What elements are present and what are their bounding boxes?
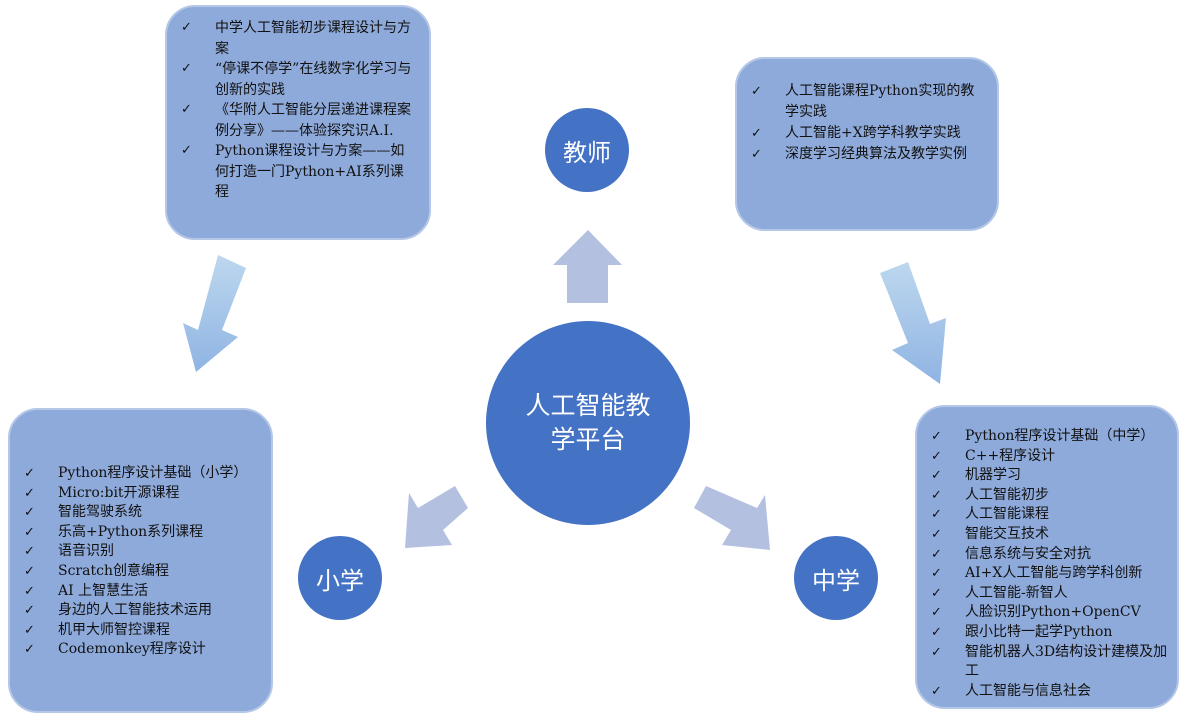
list-item: Micro:bit开源课程 <box>10 484 267 504</box>
list-item: Python课程设计与方案——如何打造一门Python+AI系列课程 <box>167 141 417 203</box>
list-item: 跟小比特一起学Python <box>917 623 1173 643</box>
teacher-circle: 教师 <box>545 108 629 192</box>
teacher-left-box: 中学人工智能初步课程设计与方案 “停课不停学”在线数字化学习与创新的实践 《华附… <box>165 5 431 240</box>
list-item: 深度学习经典算法及教学实例 <box>737 144 985 165</box>
middle-circle: 中学 <box>794 536 878 620</box>
list-item: 身边的人工智能技术运用 <box>10 601 267 621</box>
list-item: 机甲大师智控课程 <box>10 621 267 641</box>
list-item: 智能交互技术 <box>917 525 1173 545</box>
primary-label: 小学 <box>316 566 364 595</box>
center-circle: 人工智能教学平台 <box>486 321 690 525</box>
list-item: 人脸识别Python+OpenCV <box>917 603 1173 623</box>
arrow-bottom-right-icon <box>694 486 770 550</box>
list-item: “停课不停学”在线数字化学习与创新的实践 <box>167 59 417 100</box>
primary-circle: 小学 <box>298 536 382 620</box>
teacher-label: 教师 <box>563 138 611 167</box>
list-item: AI 上智慧生活 <box>10 582 267 602</box>
list-item: 人工智能初步 <box>917 486 1173 506</box>
list-item: 中学人工智能初步课程设计与方案 <box>167 18 417 59</box>
list-item: 智能驾驶系统 <box>10 503 267 523</box>
list-item: Python程序设计基础（小学） <box>10 464 267 484</box>
list-item: 信息系统与安全对抗 <box>917 545 1173 565</box>
list-item: Scratch创意编程 <box>10 562 267 582</box>
list-item: 乐高+Python系列课程 <box>10 523 267 543</box>
list-item: 机器学习 <box>917 466 1173 486</box>
list-item: Python程序设计基础（中学） <box>917 427 1173 447</box>
list-item: 《华附人工智能分层递进课程案例分享》——体验探究识A.I. <box>167 100 417 141</box>
primary-box: Python程序设计基础（小学） Micro:bit开源课程 智能驾驶系统 乐高… <box>8 408 273 713</box>
list-item: C++程序设计 <box>917 447 1173 467</box>
arrow-down-right-icon <box>880 262 946 384</box>
list-item: 人工智能与信息社会 <box>917 682 1173 702</box>
arrow-up-icon <box>553 230 622 303</box>
arrow-down-left-icon <box>183 255 246 372</box>
arrow-bottom-left-icon <box>405 486 468 548</box>
list-item: Codemonkey程序设计 <box>10 640 267 660</box>
center-title: 人工智能教学平台 <box>525 391 651 454</box>
teacher-right-box: 人工智能课程Python实现的教学实践 人工智能+X跨学科教学实践 深度学习经典… <box>735 57 999 231</box>
list-item: 人工智能-新智人 <box>917 584 1173 604</box>
list-item: 人工智能课程 <box>917 505 1173 525</box>
middle-label: 中学 <box>812 566 860 595</box>
list-item: 人工智能课程Python实现的教学实践 <box>737 81 985 123</box>
list-item: AI+X人工智能与跨学科创新 <box>917 564 1173 584</box>
list-item: 人工智能+X跨学科教学实践 <box>737 123 985 144</box>
list-item: 语音识别 <box>10 542 267 562</box>
list-item: 智能机器人3D结构设计建模及加工 <box>917 643 1173 682</box>
middle-box: Python程序设计基础（中学） C++程序设计 机器学习 人工智能初步 人工智… <box>915 405 1179 709</box>
